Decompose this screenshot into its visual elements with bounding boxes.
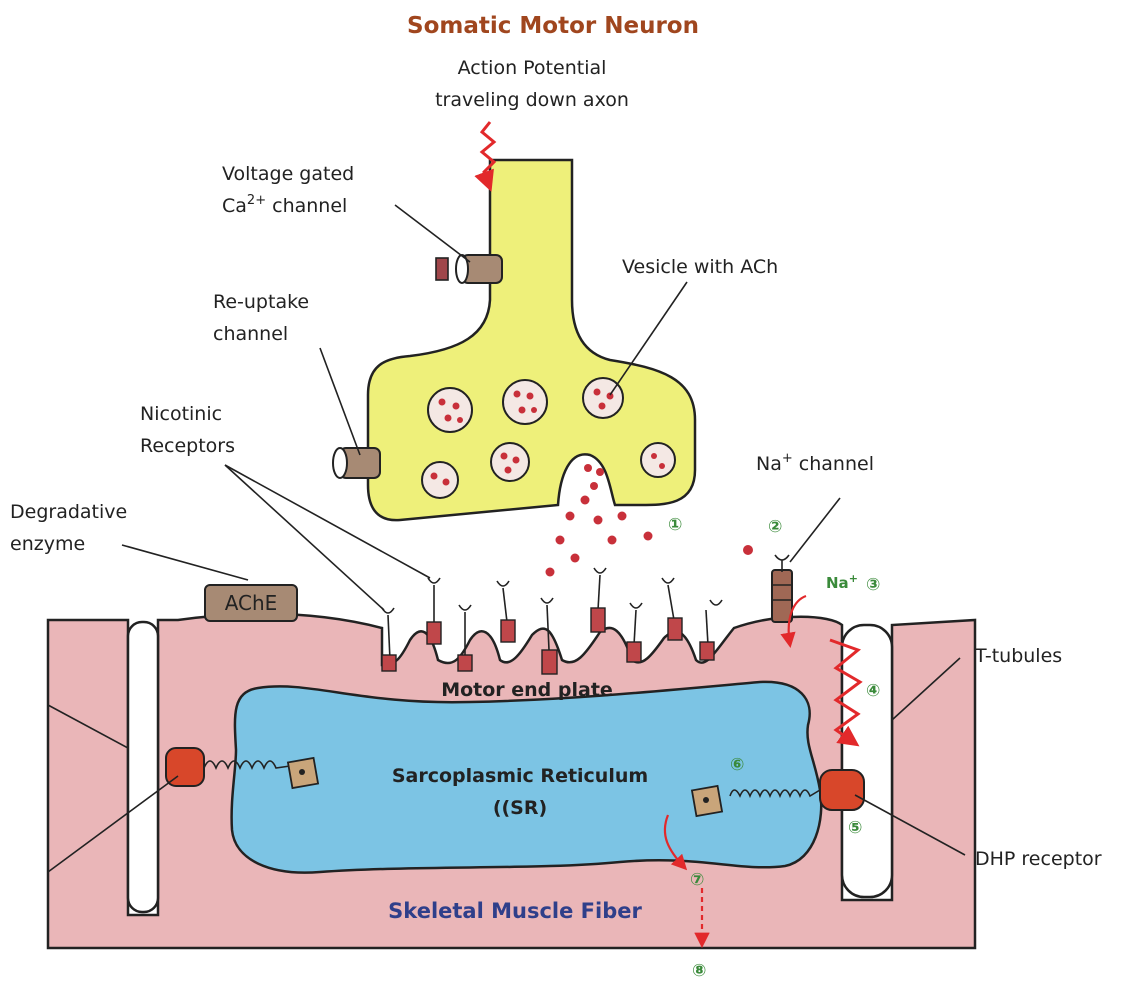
ach-molecule-icon: [566, 512, 575, 521]
vesicle-icon: [491, 443, 529, 481]
ache-label: AChE: [225, 591, 278, 615]
step-4: ④: [866, 681, 880, 701]
ach-molecule-icon: [608, 536, 617, 545]
step-6: ⑥: [730, 755, 744, 775]
na-channel-icon: [743, 545, 792, 622]
receptor-icon: [427, 578, 441, 644]
ach-molecule-icon: [644, 532, 653, 541]
ach-molecule-icon: [594, 516, 603, 525]
receptor-icon: [591, 568, 606, 632]
receptor-icon: [382, 608, 396, 671]
vesicle-icon: [422, 462, 458, 498]
reuptake-channel-icon: [333, 448, 380, 478]
step-8: ⑧: [692, 961, 706, 981]
motor-end-plate-label: Motor end plate: [441, 679, 613, 701]
vesicle-label: Vesicle with ACh: [622, 256, 778, 278]
degradative-label-1: Degradative: [10, 501, 127, 523]
step-5: ⑤: [848, 818, 862, 838]
na-ion-label: Na+: [826, 572, 858, 592]
voltage-gated-ca-channel-icon: [436, 255, 502, 283]
ach-molecule-icon: [581, 496, 590, 505]
nicotinic-label-1: Nicotinic: [140, 403, 222, 425]
reuptake-label-2: channel: [213, 323, 288, 345]
na-channel-label: Na+ channel: [756, 451, 874, 475]
t-tubule-left: [128, 622, 158, 912]
receptor-icon: [662, 578, 682, 640]
ach-molecule-icon: [743, 545, 753, 555]
t-tubules-label: T-tubules: [974, 645, 1062, 667]
step-1: ①: [668, 515, 682, 535]
skeletal-muscle-fiber-label: Skeletal Muscle Fiber: [388, 899, 642, 923]
ach-molecule-icon: [556, 536, 565, 545]
ach-molecule-icon: [571, 554, 580, 563]
step-7: ⑦: [690, 870, 704, 890]
ach-molecule-icon: [546, 568, 555, 577]
vesicle-icon: [641, 443, 675, 477]
t-tubule-right: [842, 625, 892, 897]
action-potential-label-1: Action Potential: [458, 57, 607, 79]
released-ach: [546, 496, 653, 577]
ache-enzyme: AChE: [205, 585, 297, 621]
reuptake-label-1: Re-uptake: [213, 291, 309, 313]
step-3: ③: [866, 575, 880, 595]
voltage-gated-label-2: Ca2+ channel: [222, 193, 347, 217]
vesicle-icon: [428, 388, 472, 432]
receptor-icon: [497, 581, 515, 642]
dhp-label: DHP receptor: [975, 848, 1102, 870]
sr-label-2: ((SR): [493, 797, 547, 819]
ach-molecule-icon: [618, 512, 627, 521]
diagram-title: Somatic Motor Neuron: [407, 13, 699, 39]
vesicle-icon: [503, 380, 547, 424]
nicotinic-label-2: Receptors: [140, 435, 235, 457]
step-2: ②: [768, 517, 782, 537]
sr-label-1: Sarcoplasmic Reticulum: [392, 765, 648, 787]
degradative-label-2: enzyme: [10, 533, 85, 555]
action-potential-label-2: traveling down axon: [435, 89, 629, 111]
voltage-gated-label-1: Voltage gated: [222, 163, 354, 185]
receptor-icon: [627, 603, 642, 662]
